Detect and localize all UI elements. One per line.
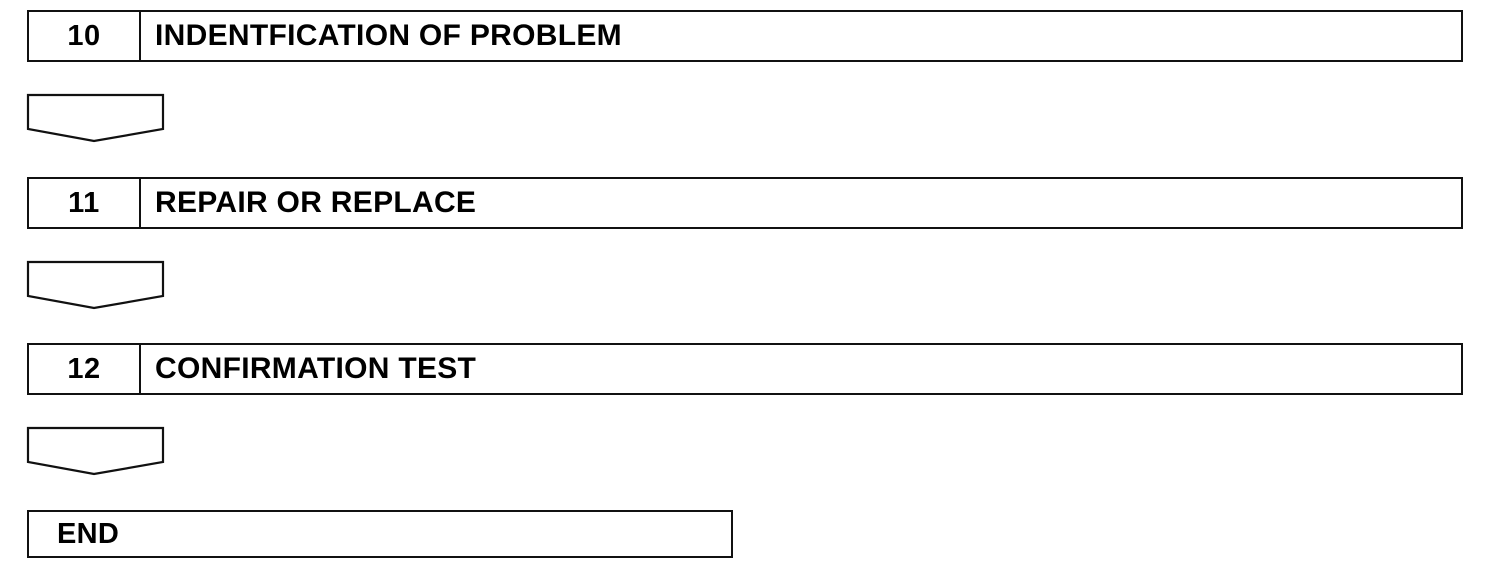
- step-number: 12: [29, 345, 141, 393]
- step-title: REPAIR OR REPLACE: [155, 186, 477, 219]
- step-number: 11: [29, 179, 141, 227]
- step-title: CONFIRMATION TEST: [155, 352, 477, 385]
- flow-arrow-icon: [26, 93, 165, 143]
- flow-arrow-icon: [26, 260, 165, 310]
- flow-arrow-icon: [26, 426, 165, 476]
- step-12-box: 12 CONFIRMATION TEST: [27, 343, 1463, 395]
- end-label: END: [57, 517, 120, 550]
- end-box: END: [27, 510, 733, 558]
- step-11-box: 11 REPAIR OR REPLACE: [27, 177, 1463, 229]
- step-number: 10: [29, 12, 141, 60]
- step-10-box: 10 INDENTFICATION OF PROBLEM: [27, 10, 1463, 62]
- step-title: INDENTFICATION OF PROBLEM: [155, 19, 622, 52]
